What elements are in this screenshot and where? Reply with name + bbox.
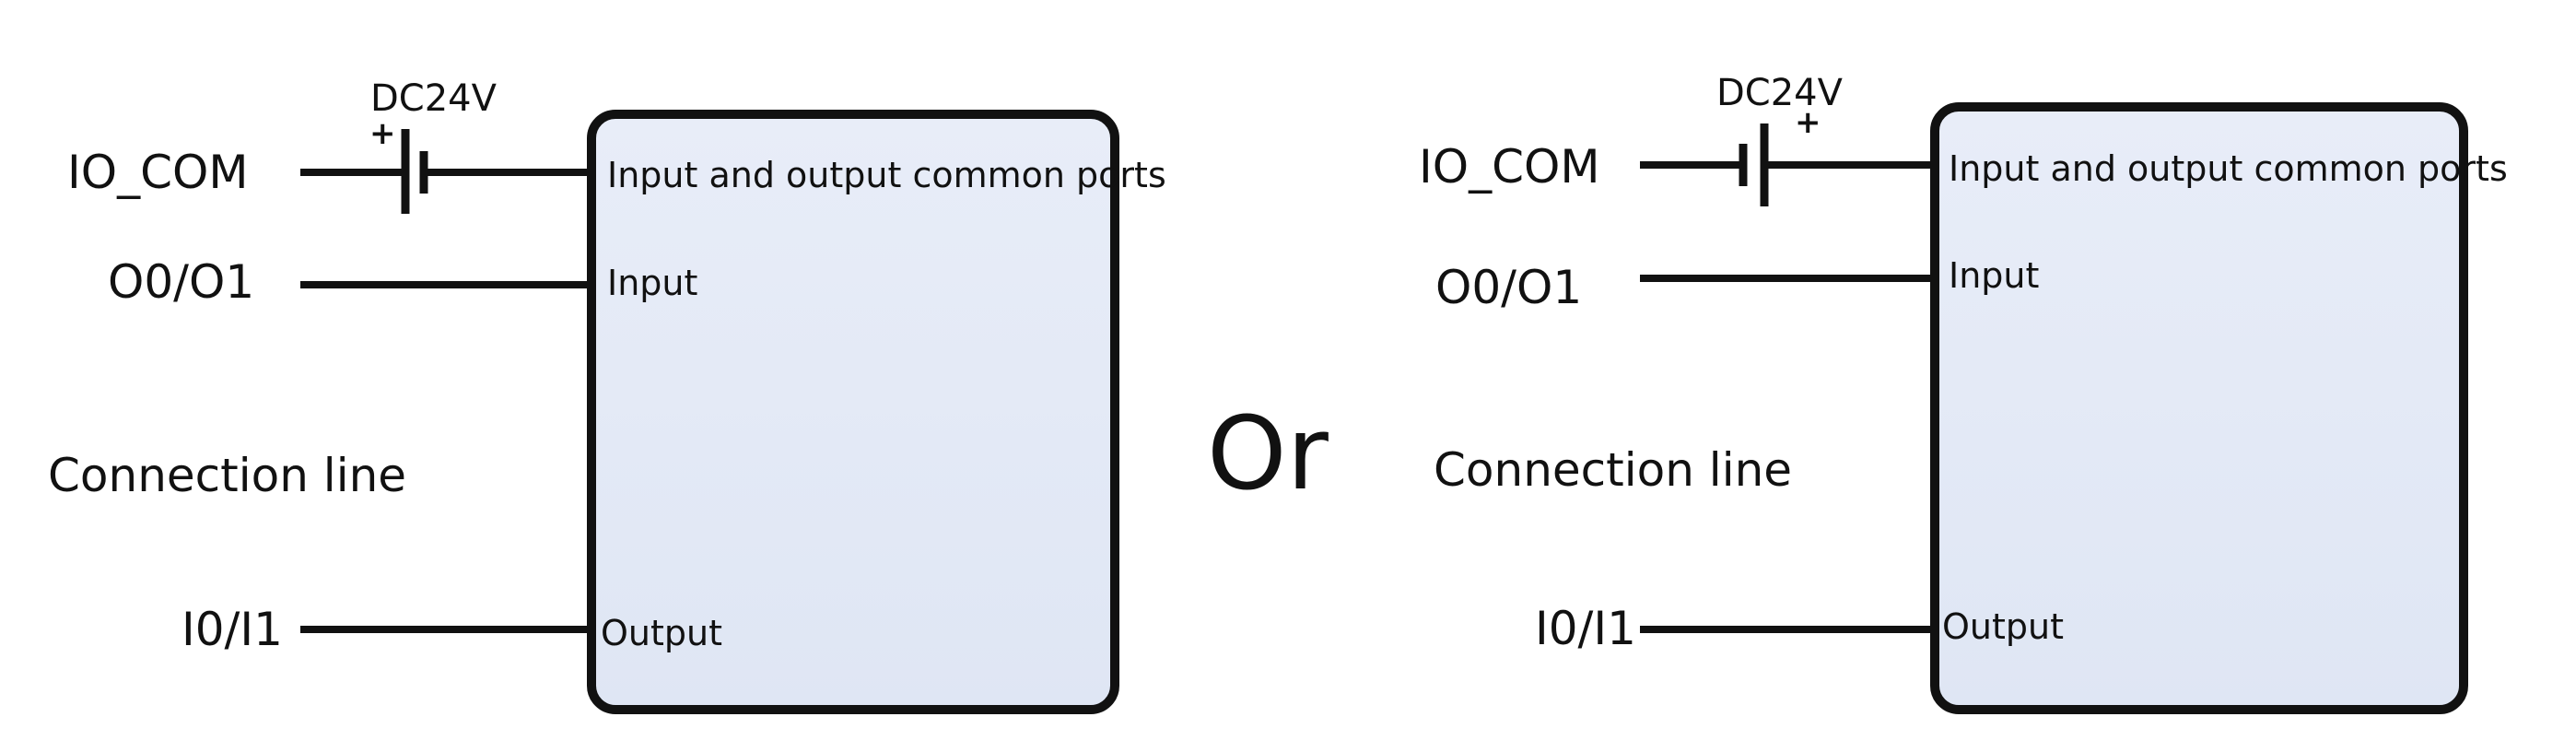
- port-output-label: Output: [601, 613, 722, 653]
- label-io-com: IO_COM: [1419, 140, 1600, 194]
- or-separator: Or: [1207, 394, 1329, 512]
- label-connection-line: Connection line: [48, 449, 406, 502]
- port-input-label: Input: [1949, 255, 2039, 296]
- port-common-label: Input and output common ports: [1949, 148, 2508, 189]
- label-dc24v: DC24V: [370, 77, 498, 120]
- label-plus: +: [1795, 104, 1821, 141]
- diagram-left: DC24V + IO_COM O0/O1 Connection line I0/…: [48, 77, 1166, 714]
- label-o-pins: O0/O1: [108, 255, 254, 309]
- module-box: [587, 110, 1119, 714]
- label-i-pins: I0/I1: [181, 603, 283, 656]
- module-box: [1930, 102, 2468, 714]
- label-io-com: IO_COM: [67, 146, 249, 199]
- port-common-label: Input and output common ports: [607, 155, 1166, 195]
- label-connection-line: Connection line: [1434, 443, 1792, 497]
- label-plus: +: [369, 115, 396, 152]
- diagram-right: DC24V + IO_COM O0/O1 Connection line I0/…: [1419, 72, 2508, 714]
- port-output-label: Output: [1942, 606, 2064, 647]
- label-o-pins: O0/O1: [1435, 261, 1582, 314]
- label-i-pins: I0/I1: [1535, 602, 1636, 655]
- port-input-label: Input: [607, 263, 697, 303]
- label-dc24v: DC24V: [1716, 72, 1844, 114]
